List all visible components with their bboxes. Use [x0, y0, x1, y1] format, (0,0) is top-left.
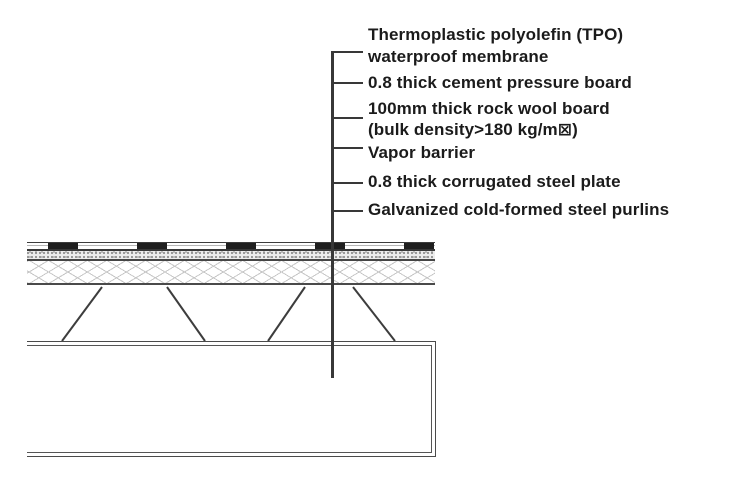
- label-line: 0.8 thick corrugated steel plate: [368, 172, 621, 191]
- label-line: Galvanized cold-formed steel purlins: [368, 200, 670, 219]
- layer-rock-wool-hatch: [27, 261, 435, 285]
- label-line: Thermoplastic polyolefin (TPO): [368, 25, 624, 44]
- label-line: 0.8 thick cement pressure board: [368, 73, 632, 92]
- label-vapor-barrier: Vapor barrier: [368, 142, 475, 164]
- corrugation-line: [166, 286, 206, 342]
- leader-tick-purlins: [332, 210, 363, 212]
- layer-tpo-membrane: [27, 242, 435, 251]
- corrugation-line: [352, 286, 396, 342]
- label-rock-wool: 100mm thick rock wool board (bulk densit…: [368, 98, 610, 140]
- label-line: Vapor barrier: [368, 143, 476, 162]
- label-cement-board: 0.8 thick cement pressure board: [368, 72, 632, 94]
- label-tpo-membrane: Thermoplastic polyolefin (TPO) waterproo…: [368, 24, 623, 68]
- corrugation-line: [267, 286, 306, 342]
- layer-cement-board: [27, 251, 435, 261]
- leader-tick-corrugated: [332, 182, 363, 184]
- label-purlins: Galvanized cold-formed steel purlins: [368, 199, 669, 221]
- purlin-box-inner-line: [27, 345, 432, 453]
- leader-tick-vapor: [332, 147, 363, 149]
- corrugation-line: [61, 286, 103, 342]
- label-line: (bulk density>180 kg/m⊠): [368, 120, 578, 139]
- label-line: 100mm thick rock wool board: [368, 99, 610, 118]
- label-line: waterproof membrane: [368, 47, 549, 66]
- label-corrugated-plate: 0.8 thick corrugated steel plate: [368, 171, 621, 193]
- purlin-box: [27, 341, 436, 457]
- leader-tick-rockwool: [332, 117, 363, 119]
- leader-tick-cement: [332, 82, 363, 84]
- leader-tick-membrane: [332, 51, 363, 53]
- leader-line: [331, 51, 334, 378]
